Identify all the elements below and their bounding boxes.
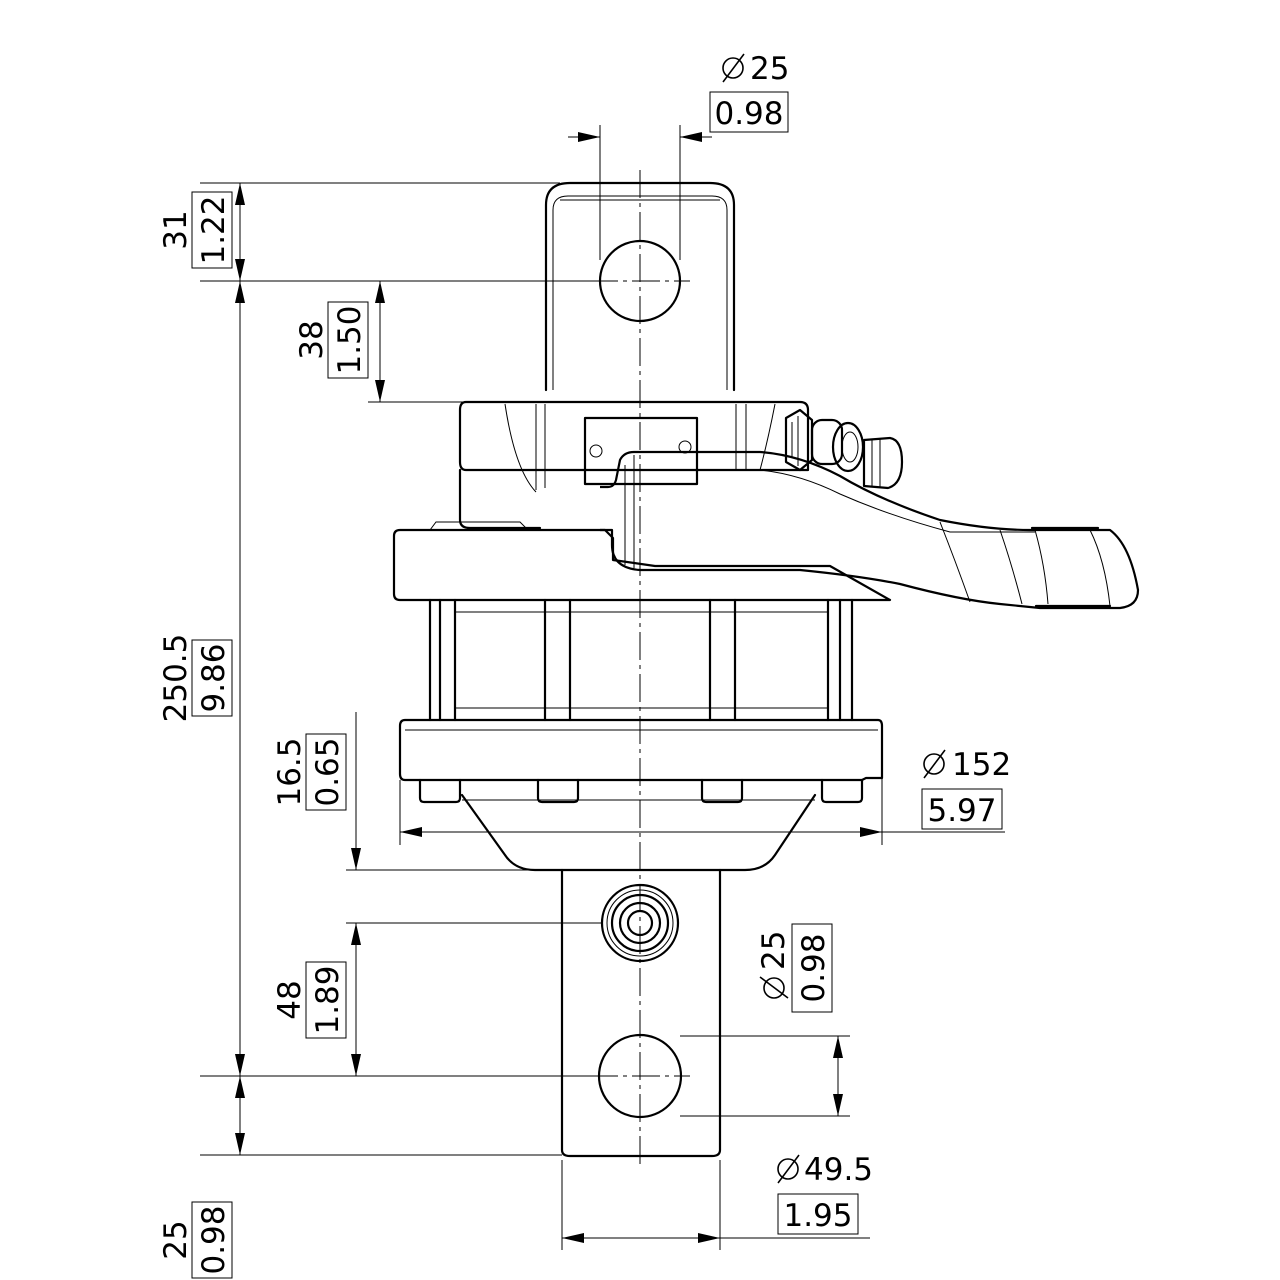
dim-flange-dia-metric: 152 (952, 747, 1011, 783)
dimension-labels: 25 0.98 31 1.22 38 1.50 250.5 9.86 16.5 … (158, 51, 1011, 1279)
dim-top-pin-offset-imperial: 1.50 (332, 305, 368, 374)
diameter-symbol-icon (759, 976, 789, 999)
dim-shaft-dia-imperial: 1.95 (783, 1198, 852, 1234)
dim-overall-height-imperial: 9.86 (196, 643, 232, 712)
lower-flange (398, 718, 884, 804)
dim-shaft-dia: 49.5 1.95 (777, 1152, 873, 1235)
dim-bottom-pin-dia: 25 0.98 (756, 923, 833, 1013)
lower-lug (560, 868, 722, 1158)
diameter-symbol-icon (777, 1154, 800, 1184)
dim-port-to-pin-imperial: 1.89 (310, 965, 346, 1034)
dim-bottom-lug-end: 25 0.98 (158, 1201, 233, 1279)
dim-flange-dia: 152 5.97 (921, 747, 1011, 830)
dim-bottom-pin-dia-imperial: 0.98 (796, 933, 832, 1002)
dim-port-to-pin-metric: 48 (272, 980, 308, 1019)
dim-bottom-pin-dia-metric: 25 (756, 931, 792, 970)
dim-top-pin-dia-imperial: 0.98 (714, 96, 783, 132)
dim-bottom-lug-end-imperial: 0.98 (196, 1205, 232, 1274)
dim-flange-thickness-imperial: 0.65 (310, 737, 346, 806)
rotator-arm (600, 450, 1140, 610)
dim-shaft-dia-metric: 49.5 (804, 1152, 873, 1188)
dim-top-pin-offset-metric: 38 (294, 320, 330, 359)
dim-overall-height-metric: 250.5 (158, 634, 194, 723)
dimension-lines (200, 125, 1005, 1250)
dim-flange-thickness: 16.5 0.65 (272, 733, 347, 811)
dim-flange-thickness-metric: 16.5 (272, 737, 308, 806)
dim-top-pin-dia-metric: 25 (750, 51, 789, 87)
dim-bottom-lug-end-metric: 25 (158, 1220, 194, 1259)
dim-top-lug-height-metric: 31 (158, 210, 194, 249)
diameter-symbol-icon (923, 749, 946, 779)
rotator-body-bars (428, 598, 854, 722)
upper-flange (392, 521, 892, 602)
diameter-symbol-icon (722, 53, 745, 83)
dim-top-pin-dia: 25 0.98 (709, 51, 789, 133)
dim-overall-height: 250.5 9.86 (158, 634, 233, 723)
dim-port-to-pin: 48 1.89 (272, 961, 347, 1039)
dim-top-lug-height: 31 1.22 (158, 191, 233, 269)
centerlines (590, 170, 690, 1165)
dim-top-pin-offset: 38 1.50 (294, 301, 369, 379)
hydraulic-fittings (784, 408, 904, 490)
dim-flange-dia-imperial: 5.97 (927, 793, 996, 829)
dim-top-lug-height-imperial: 1.22 (196, 195, 232, 264)
